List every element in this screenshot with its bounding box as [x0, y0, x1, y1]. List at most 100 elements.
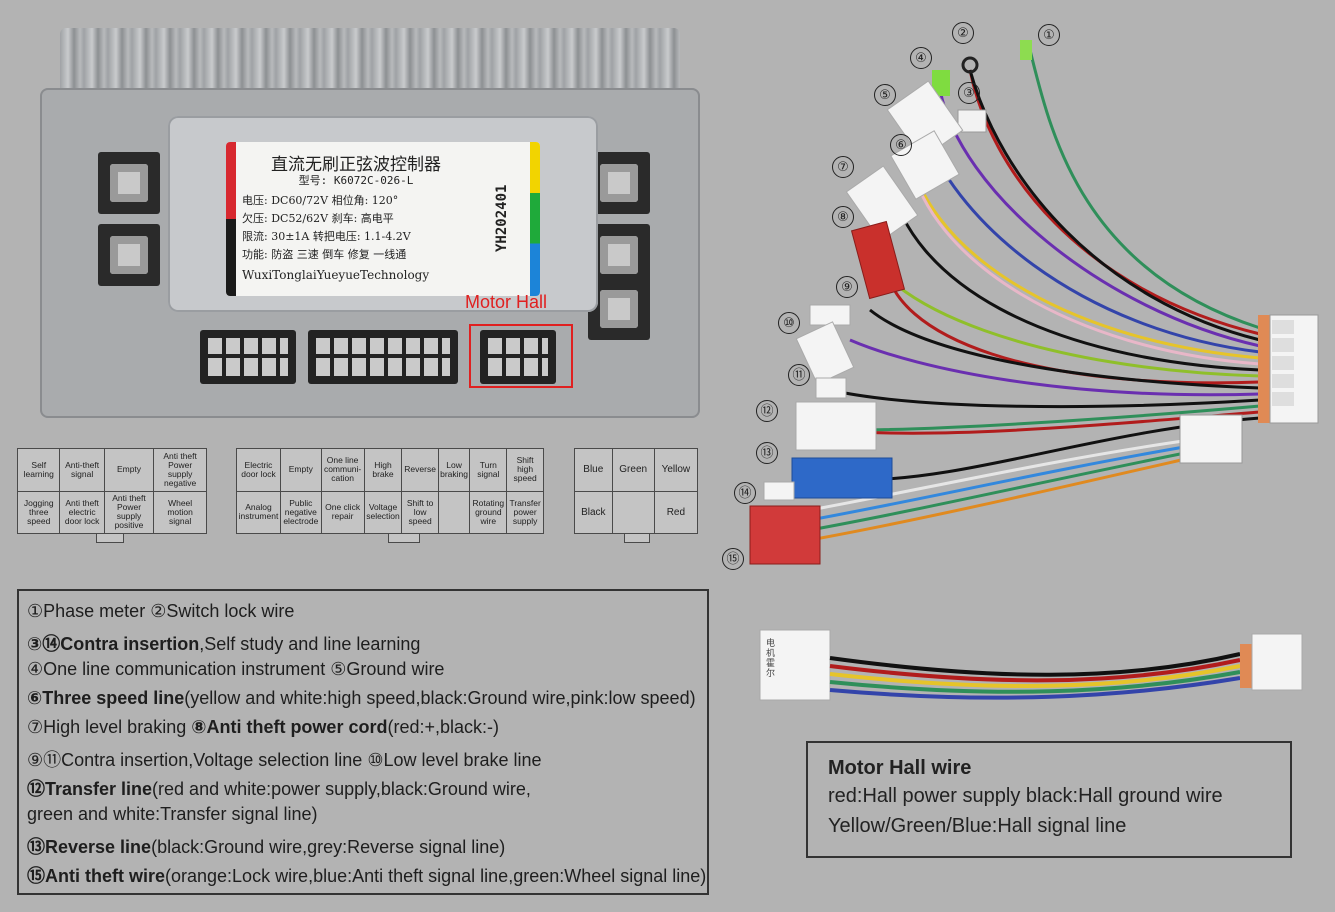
connector-hall	[480, 330, 556, 384]
harness-number: ④	[910, 47, 932, 69]
harness-drawing	[749, 40, 1319, 565]
legend-line: ④One line communication instrument ⑤Grou…	[27, 659, 444, 680]
legend-term: ⑬Reverse line	[27, 837, 152, 857]
pin-cell: Empty	[279, 448, 322, 492]
pin-cell: Transfer power supply	[506, 490, 544, 534]
legend-text: (red:+,black:-)	[387, 717, 499, 737]
legend-line: ⑥Three speed line(yellow and white:high …	[27, 688, 696, 709]
label-spec-line: 功能: 防盗 三速 倒车 修复 一线通	[242, 248, 407, 261]
pin-cell: Blue	[574, 448, 613, 492]
pin-cell: One click repair	[320, 490, 365, 534]
phase-terminal	[588, 152, 650, 214]
pin-cell: Anti-theft signal	[59, 448, 105, 492]
harness-number: ⑬	[756, 442, 778, 464]
legend-term: ⑫Transfer line	[27, 779, 153, 799]
pin-cell: Public negative electrode	[279, 490, 322, 534]
hall-wire-line: Yellow/Green/Blue:Hall signal line	[828, 815, 1127, 837]
legend-line: ⑮Anti theft wire(orange:Lock wire,blue:A…	[27, 862, 706, 888]
pin-cell: One line communi-cation	[320, 448, 365, 492]
legend-line: ③⑭Contra insertion,Self study and line l…	[27, 630, 420, 656]
pin-cell: Reverse	[401, 448, 439, 492]
pin-cell: Anti theft Power supply negative	[153, 448, 207, 492]
legend-text: ①Phase meter ②Switch lock wire	[27, 601, 295, 621]
pin-cell: Wheel motion signal	[153, 490, 207, 534]
pin-cell: Jogging three speed	[16, 490, 61, 534]
pin-cell: Anti theft electric door lock	[59, 490, 105, 534]
legend-text: (black:Ground wire,grey:Reverse signal l…	[151, 837, 506, 857]
pin-cell: Anti theft Power supply positive	[103, 490, 155, 534]
hall-connector-label: 电机霍尔	[766, 638, 776, 678]
label-spec-line: 限流: 30±1A 转把电压: 1.1-4.2V	[242, 230, 411, 243]
harness-number: ⑦	[832, 156, 854, 178]
legend-text: ④One line communication instrument ⑤Grou…	[27, 659, 445, 679]
pinout-table-16pin: Electric door lock Empty One line commun…	[236, 448, 544, 534]
power-terminal	[98, 152, 160, 214]
legend-text: ⑦High level braking	[27, 717, 192, 737]
pin-cell: Empty	[103, 448, 155, 492]
pin-cell: Voltage selection	[363, 490, 403, 534]
legend-term: ⑮Anti theft wire	[27, 866, 165, 886]
motor-hall-highlight	[469, 324, 573, 388]
hall-wire-line: red:Hall power supply black:Hall ground …	[828, 785, 1223, 807]
harness-number: ⑭	[734, 482, 756, 504]
label-code: YH202401	[494, 184, 510, 252]
legend-line: ⑨⑪Contra insertion,Voltage selection lin…	[27, 746, 542, 772]
harness-number: ⑧	[832, 206, 854, 228]
harness-number: ⑨	[836, 276, 858, 298]
pin-cell: Shift high speed	[506, 448, 544, 492]
pin-cell: Red	[653, 490, 699, 534]
wiring-harness-photo: ① ② ③ ④ ⑤ ⑥ ⑦ ⑧ ⑨ ⑩ ⑪ ⑫ ⑬ ⑭ ⑮	[720, 10, 1330, 580]
pinout-table-hall: Blue Green Yellow Black Red	[574, 448, 699, 534]
legend-line: green and white:Transfer signal line)	[27, 804, 318, 825]
pin-cell: Yellow	[653, 448, 699, 492]
label-manufacturer: WuxiTonglaiYueyueTechnology	[242, 268, 430, 282]
harness-number: ⑮	[722, 548, 744, 570]
label-title: 直流无刷正弦波控制器	[271, 155, 441, 175]
pin-cell: High brake	[363, 448, 403, 492]
legend-text: ⑨⑪Contra insertion,Voltage selection lin…	[27, 750, 542, 770]
motor-hall-callout: Motor Hall	[465, 292, 548, 312]
legend-text: green and white:Transfer signal line)	[27, 804, 318, 824]
wire-legend-box: ①Phase meter ②Switch lock wire ③⑭Contra i…	[17, 589, 709, 895]
connector-key	[96, 534, 124, 543]
pin-cell: Green	[611, 448, 655, 492]
legend-line: ⑫Transfer line(red and white:power suppl…	[27, 775, 531, 801]
pin-cell: Shift to low speed	[401, 490, 439, 534]
legend-text: (yellow and white:high speed,black:Groun…	[184, 688, 696, 708]
harness-number: ①	[1038, 24, 1060, 46]
legend-line: ⑦High level braking ⑧Anti theft power co…	[27, 717, 499, 738]
hall-wire-title: Motor Hall wire	[828, 757, 972, 779]
legend-term: ⑥Three speed line	[27, 688, 185, 708]
legend-text: (red and white:power supply,black:Ground…	[152, 779, 531, 799]
connector-8pin	[200, 330, 296, 384]
legend-line: ⑬Reverse line(black:Ground wire,grey:Rev…	[27, 833, 505, 859]
legend-text: (orange:Lock wire,blue:Anti theft signal…	[165, 866, 707, 886]
harness-number: ⑤	[874, 84, 896, 106]
power-terminal	[98, 224, 160, 286]
harness-number: ⑫	[756, 400, 778, 422]
harness-number: ⑪	[788, 364, 810, 386]
connector-key	[388, 534, 420, 543]
pin-cell: Analog instrument	[236, 490, 281, 534]
label-spec-line: 欠压: DC52/62V 刹车: 高电平	[242, 212, 394, 225]
phase-terminal	[588, 278, 650, 340]
pinout-table-8pin: Self learning Anti-theft signal Empty An…	[16, 448, 207, 534]
harness-number: ③	[958, 82, 980, 104]
harness-number: ②	[952, 22, 974, 44]
legend-text: ,Self study and line learning	[199, 634, 421, 654]
phase-terminal	[588, 224, 650, 286]
harness-number: ⑥	[890, 134, 912, 156]
connector-key	[624, 534, 650, 543]
pin-cell: Self learning	[16, 448, 61, 492]
connector-16pin	[308, 330, 458, 384]
pin-cell	[437, 490, 471, 534]
label-spec-line: 电压: DC60/72V 相位角: 120°	[242, 194, 399, 207]
pin-cell	[611, 490, 655, 534]
pin-cell: Black	[574, 490, 613, 534]
legend-term: ③⑭Contra insertion	[27, 634, 200, 654]
legend-term: ⑧Anti theft power cord	[191, 717, 388, 737]
controller-label: 直流无刷正弦波控制器 型号: K6072C-026-L 电压: DC60/72V…	[226, 142, 540, 296]
label-model: 型号: K6072C-026-L	[298, 174, 414, 187]
hall-cable-drawing	[759, 629, 1303, 701]
legend-line: ①Phase meter ②Switch lock wire	[27, 601, 294, 622]
